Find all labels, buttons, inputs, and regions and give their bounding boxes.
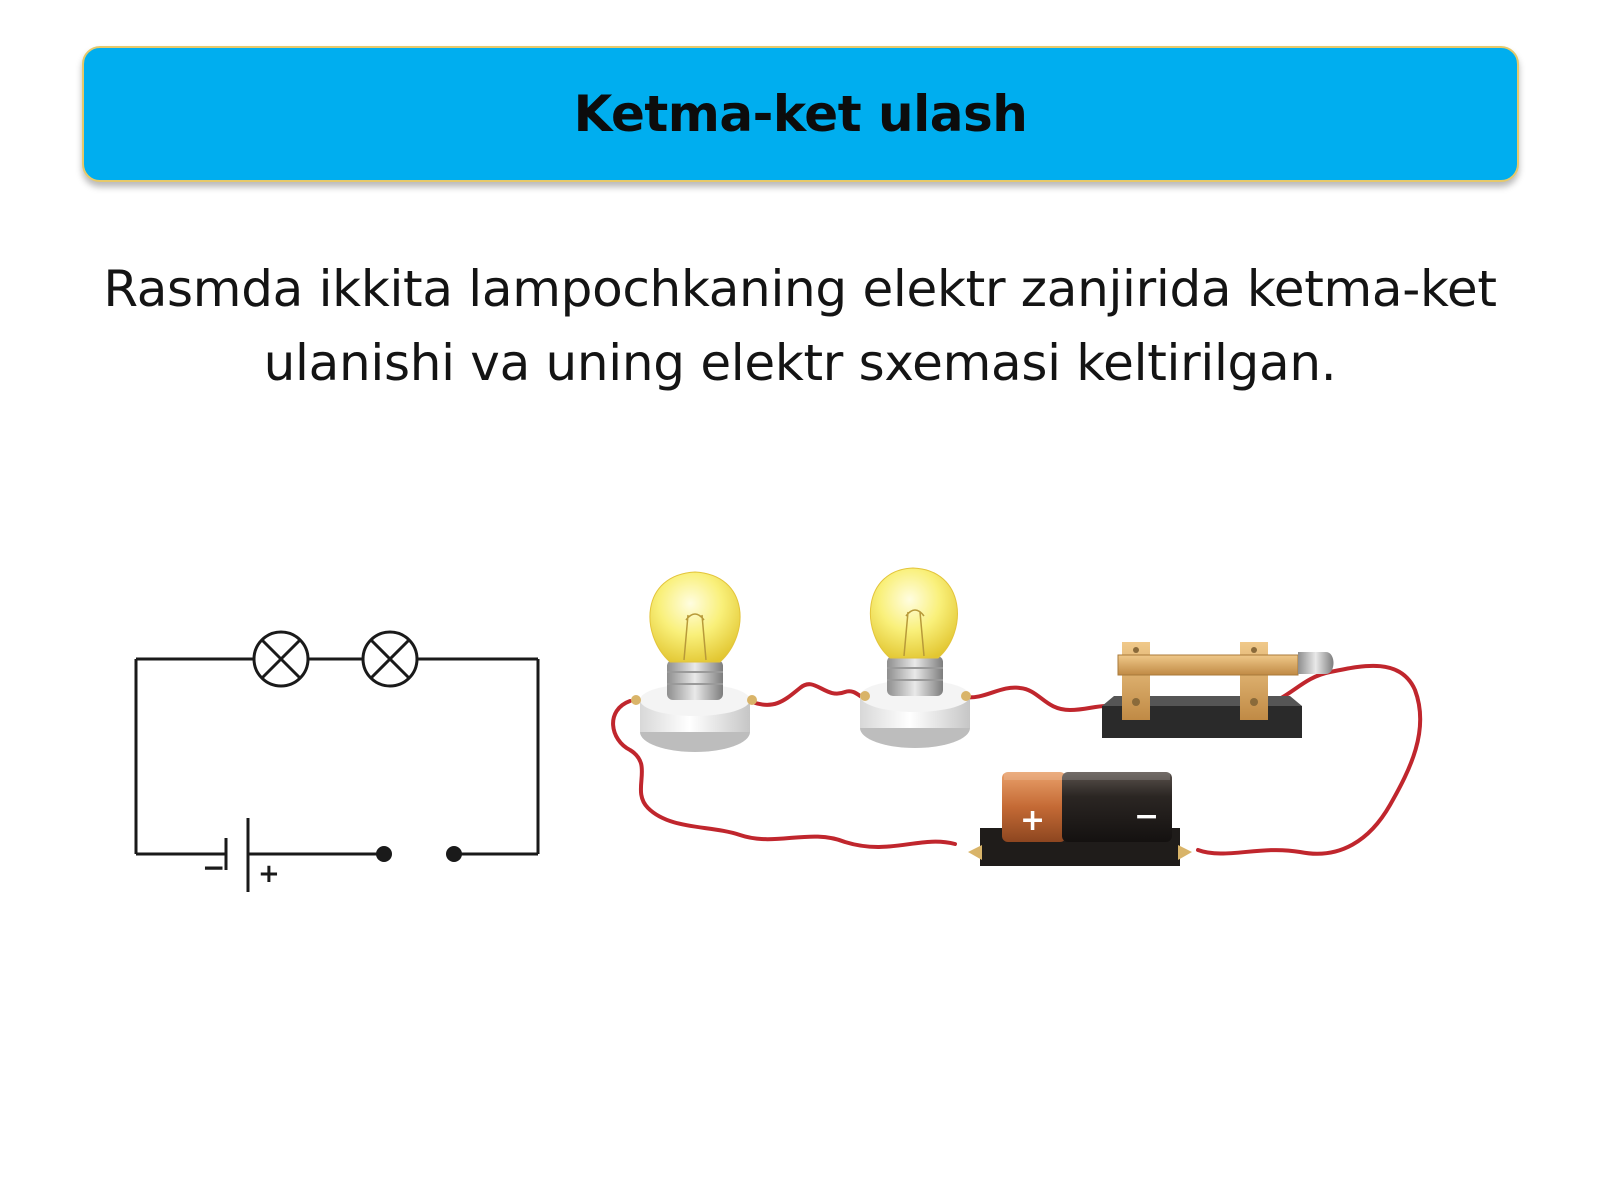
battery-plus-label: +	[1020, 803, 1045, 838]
schematic-switch-contact-left	[376, 846, 392, 862]
slide-title: Ketma-ket ulash	[573, 85, 1028, 143]
title-banner: Ketma-ket ulash	[82, 46, 1519, 182]
battery-minus-label: −	[1134, 799, 1159, 834]
light-bulb-2-icon	[860, 567, 971, 748]
schematic-lamp-1	[252, 630, 310, 688]
circuit-schematic: − +	[134, 630, 540, 892]
circuit-illustration: + −	[611, 567, 1423, 866]
light-bulb-1-icon	[631, 571, 757, 752]
slide-body-text: Rasmda ikkita lampochkaning elektr zanji…	[103, 260, 1497, 392]
schematic-battery-plus: +	[258, 859, 280, 889]
schematic-battery	[224, 818, 250, 892]
schematic-battery-minus: −	[202, 851, 225, 884]
knife-switch-icon	[1102, 642, 1334, 738]
schematic-switch-contact-right	[446, 846, 462, 862]
schematic-lamp-2	[361, 630, 419, 688]
battery-icon	[968, 772, 1192, 866]
